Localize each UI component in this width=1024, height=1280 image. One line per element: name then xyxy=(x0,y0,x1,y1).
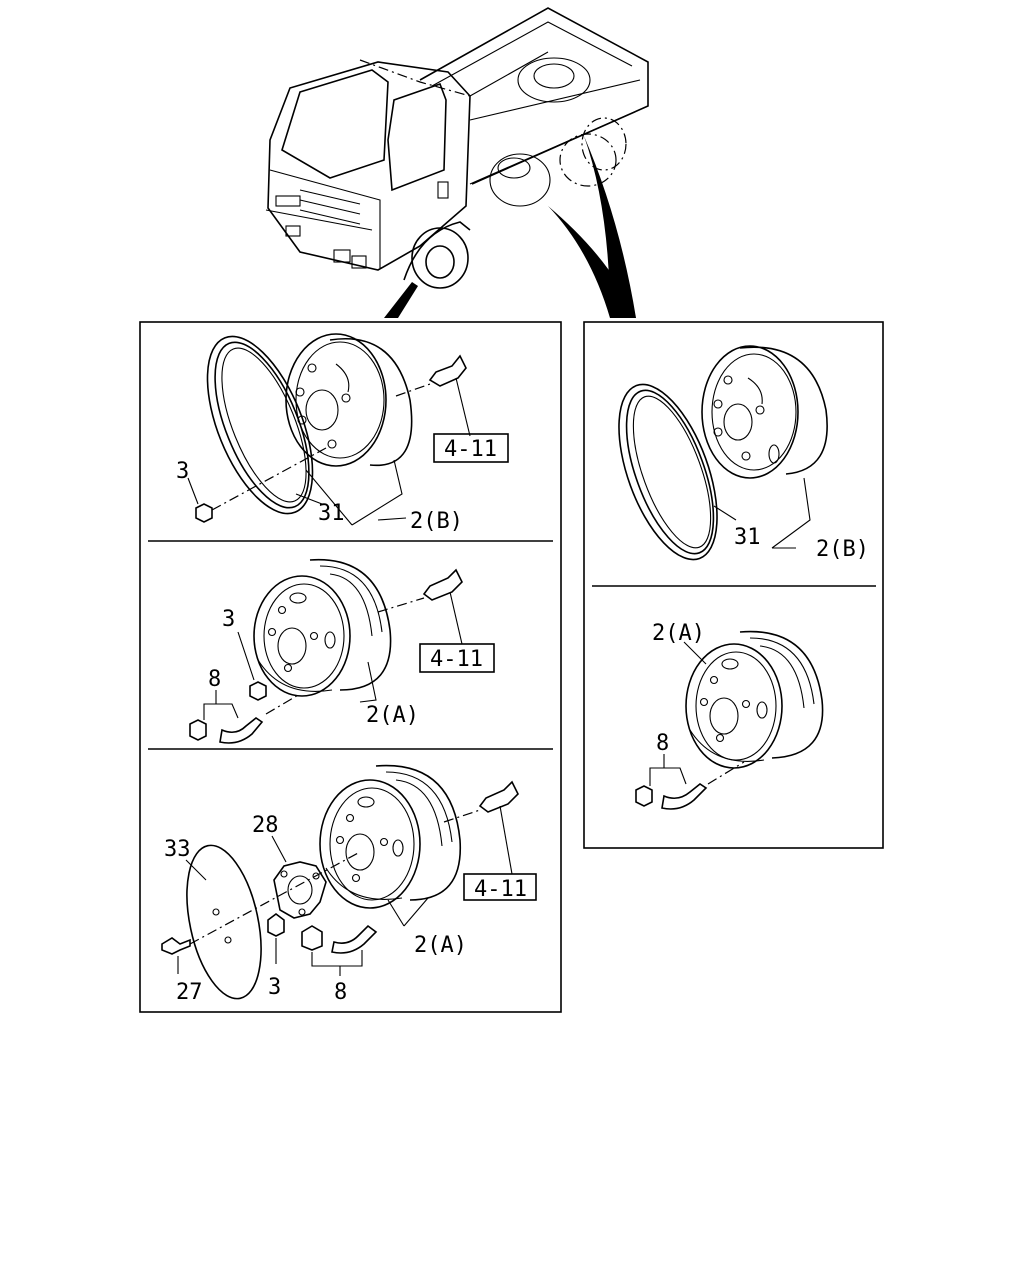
label-front-bot-wheel: 2(A) xyxy=(414,933,467,958)
label-front-bot-plate: 28 xyxy=(252,813,279,838)
label-front-bot-nut: 3 xyxy=(268,975,281,1000)
label-rear-top-ring: 31 xyxy=(734,525,761,550)
ref-front-mid: 4-11 xyxy=(430,647,483,672)
label-front-top-nut: 3 xyxy=(176,459,189,484)
rear-wheel-panel: 31 2(B) 2(A) 8 xyxy=(583,321,884,849)
label-front-bot-bolt: 27 xyxy=(176,980,203,1005)
label-rear-bot-valve: 8 xyxy=(656,731,669,756)
label-front-bot-valve: 8 xyxy=(334,980,347,1005)
label-front-top-ring: 31 xyxy=(318,501,345,526)
ref-front-top: 4-11 xyxy=(444,437,497,462)
rear-bottom-assembly xyxy=(635,630,824,810)
front-middle-assembly xyxy=(189,558,495,744)
rear-top-assembly xyxy=(618,345,828,561)
label-rear-bot-wheel: 2(A) xyxy=(652,621,705,646)
ref-front-bot: 4-11 xyxy=(474,877,527,902)
label-front-bot-disc: 33 xyxy=(164,837,191,862)
front-top-assembly xyxy=(187,333,509,526)
front-bottom-assembly xyxy=(161,764,537,1000)
label-front-top-wheel: 2(B) xyxy=(410,509,463,534)
front-wheel-panel: 3 31 2(B) 4-11 xyxy=(139,321,562,1013)
truck-illustration xyxy=(265,7,649,318)
label-front-mid-valve: 8 xyxy=(208,667,221,692)
label-rear-top-wheel: 2(B) xyxy=(816,537,869,562)
label-front-mid-nut: 3 xyxy=(222,607,235,632)
label-front-mid-wheel: 2(A) xyxy=(366,703,419,728)
